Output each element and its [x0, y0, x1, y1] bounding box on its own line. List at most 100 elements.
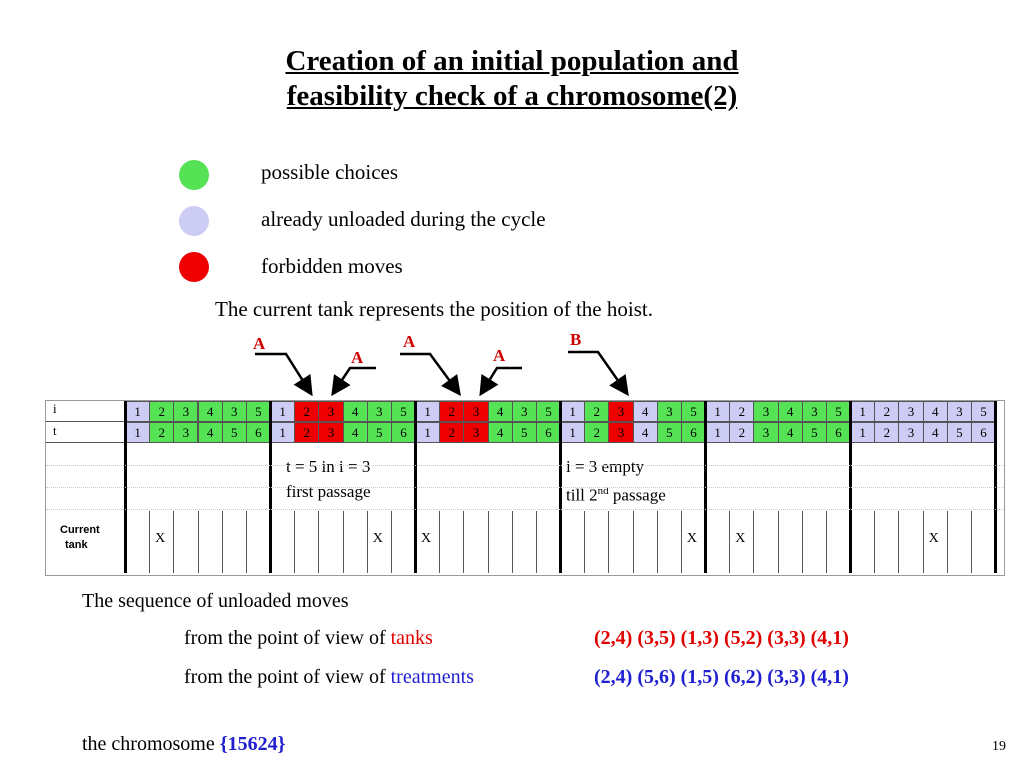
grid-cell-t-26: 3 — [753, 422, 779, 443]
tank-column-line — [753, 511, 755, 573]
arrow-label-a4: A — [493, 346, 506, 365]
page-number: 19 — [992, 739, 1006, 754]
grid-cell-t-25: 2 — [729, 422, 755, 443]
legend-label-unloaded: already unloaded during the cycle — [261, 207, 546, 231]
grid-guide-line — [46, 465, 1004, 467]
grid-cell-t-18: 1 — [560, 422, 586, 443]
grid-cell-i-1: 2 — [149, 401, 175, 422]
grid-cell-t-5: 6 — [245, 422, 271, 443]
tank-column-line — [970, 511, 972, 573]
grid-cell-t-30: 1 — [850, 422, 876, 443]
tank-column-line — [874, 511, 876, 573]
grid-cell-i-9: 4 — [342, 401, 368, 422]
current-tank-mark: X — [928, 531, 939, 546]
tank-column-line — [608, 511, 610, 573]
grid-cell-i-28: 3 — [801, 401, 827, 422]
tank-column-line — [463, 511, 465, 573]
grid-cell-i-5: 5 — [245, 401, 271, 422]
arrow-a4 — [479, 366, 522, 397]
grid-cell-t-12: 1 — [415, 422, 441, 443]
slide-title: Creation of an initial population and fe… — [0, 44, 1024, 114]
grid-cell-i-30: 1 — [850, 401, 876, 422]
tank-column-line — [221, 511, 223, 573]
sequence-heading: The sequence of unloaded moves — [82, 590, 349, 612]
legend-label-possible: possible choices — [261, 160, 399, 184]
hoist-note: The current tank represents the position… — [215, 297, 653, 321]
grid-cell-t-20: 3 — [608, 422, 634, 443]
arrow-a2 — [331, 366, 376, 397]
tank-column-line — [318, 511, 320, 573]
grid-cell-t-7: 2 — [294, 422, 320, 443]
grid-cell-i-31: 2 — [874, 401, 900, 422]
current-tank-label: Current tank — [60, 524, 100, 551]
grid-cell-t-22: 5 — [656, 422, 682, 443]
grid-cell-t-9: 4 — [342, 422, 368, 443]
grid-cell-i-0: 1 — [125, 401, 151, 422]
tank-column-line — [632, 511, 634, 573]
grid-cell-t-34: 5 — [946, 422, 972, 443]
arrow-label-a3: A — [403, 332, 416, 351]
grid-cell-i-13: 2 — [439, 401, 465, 422]
tank-column-line — [173, 511, 175, 573]
tanks-line: from the point of view of tanks — [184, 627, 433, 649]
tank-column-line — [366, 511, 368, 573]
tank-column-line — [922, 511, 924, 573]
grid-cell-t-27: 4 — [777, 422, 803, 443]
grid-cell-i-18: 1 — [560, 401, 586, 422]
tank-column-line — [898, 511, 900, 573]
grid-cell-i-17: 5 — [535, 401, 562, 422]
grid-cell-i-7: 2 — [294, 401, 320, 422]
chromosome-value: {15624} — [219, 733, 286, 755]
treatments-word: treatments — [390, 666, 474, 688]
grid-cell-i-12: 1 — [415, 401, 441, 422]
grid-cell-t-33: 4 — [922, 422, 948, 443]
grid-cell-t-15: 4 — [487, 422, 513, 443]
tank-column-line — [511, 511, 513, 573]
grid-cell-i-29: 5 — [825, 401, 852, 422]
tanks-sequence: (2,4) (3,5) (1,3) (5,2) (3,3) (4,1) — [594, 627, 849, 649]
grid-cell-t-24: 1 — [705, 422, 731, 443]
grid-cell-i-2: 3 — [173, 401, 199, 422]
grid-cell-i-20: 3 — [608, 401, 634, 422]
grid-cell-t-17: 6 — [535, 422, 562, 443]
current-tank-mark: X — [421, 531, 432, 546]
tank-column-line — [535, 511, 537, 573]
red-circle-icon — [179, 252, 209, 282]
grid-guide-line — [46, 509, 1004, 511]
grid-cell-i-23: 5 — [680, 401, 707, 422]
arrow-label-a1: A — [253, 334, 266, 353]
grid-cell-i-22: 3 — [656, 401, 682, 422]
grid-cell-t-10: 5 — [366, 422, 392, 443]
lavender-circle-icon — [179, 206, 209, 236]
grid-cell-t-29: 6 — [825, 422, 852, 443]
grid-cell-i-15: 4 — [487, 401, 513, 422]
grid-cell-t-35: 6 — [970, 422, 997, 443]
row-divider — [46, 421, 126, 422]
tank-column-line — [390, 511, 392, 573]
tank-column-line — [149, 511, 151, 573]
grid-cell-i-11: 5 — [390, 401, 417, 422]
grid-cell-t-32: 3 — [898, 422, 924, 443]
arrow-label-b: B — [570, 330, 582, 349]
grid-cell-t-23: 6 — [680, 422, 707, 443]
legend-label-forbidden: forbidden moves — [261, 254, 403, 278]
tank-column-line — [656, 511, 658, 573]
tank-column-line — [777, 511, 779, 573]
grid-cell-i-21: 4 — [632, 401, 658, 422]
grid-cell-t-21: 4 — [632, 422, 658, 443]
grid-cell-i-26: 3 — [753, 401, 779, 422]
grid-cell-i-14: 3 — [463, 401, 489, 422]
grid-cell-t-0: 1 — [125, 422, 151, 443]
grid-cell-i-34: 3 — [946, 401, 972, 422]
grid-cell-t-2: 3 — [173, 422, 199, 443]
grid-cell-i-24: 1 — [705, 401, 731, 422]
grid-cell-t-31: 2 — [874, 422, 900, 443]
grid-cell-t-16: 5 — [511, 422, 537, 443]
note-second-passage: i = 3 empty till 2nd passage — [566, 454, 706, 508]
current-tank-mark: X — [686, 531, 698, 546]
grid-cell-t-28: 5 — [801, 422, 827, 443]
grid-cell-i-25: 2 — [729, 401, 755, 422]
tank-column-line — [584, 511, 586, 573]
current-tank-mark: X — [155, 531, 166, 546]
